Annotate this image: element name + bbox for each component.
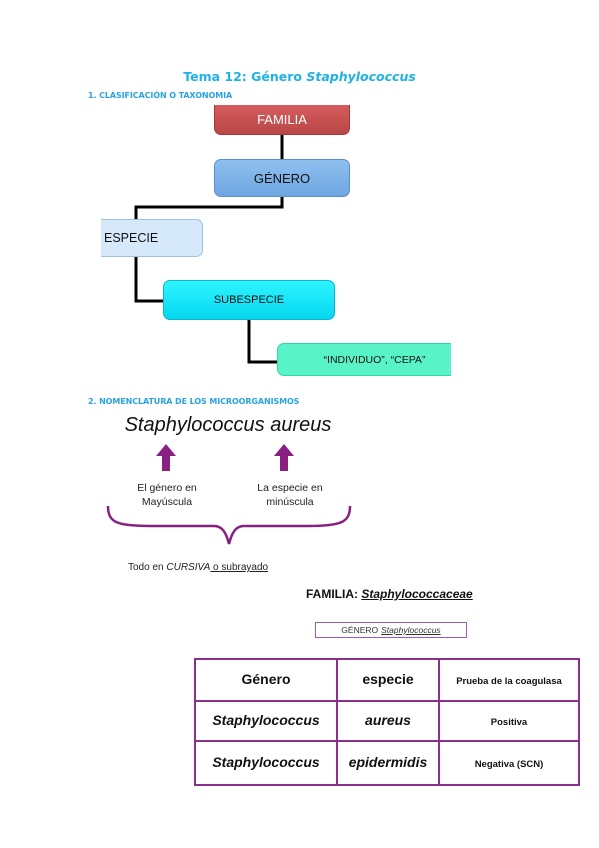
genus-note: El género en Mayúscula xyxy=(137,482,197,508)
species-note: La especie en minúscula xyxy=(257,482,323,508)
taxonomy-especie-box: ESPECIE xyxy=(101,219,203,257)
document-title: Tema 12: Género Staphylococcus xyxy=(183,69,416,84)
table-cell: Positiva xyxy=(438,700,580,742)
family-line: FAMILIA: Staphylococcaceae xyxy=(306,587,473,601)
species-coagulase-table: Género especie Prueba de la coagulasa St… xyxy=(194,658,580,786)
nomenclature-graphics xyxy=(106,444,352,545)
species-name: Staphylococcus aureus xyxy=(124,414,332,436)
taxonomy-connectors xyxy=(134,135,284,364)
table-header-row: Género especie Prueba de la coagulasa xyxy=(194,658,580,702)
curly-brace-icon xyxy=(106,505,352,545)
table-cell: Staphylococcus xyxy=(194,740,338,786)
section-heading-classification: 1. CLASIFICACIÓN O TAXONOMIA xyxy=(88,91,233,100)
arrow-up-icon xyxy=(274,444,294,471)
italic-rule-note: Todo en CURSIVA o subrayado xyxy=(128,562,269,573)
table-header-cell: Género xyxy=(194,658,338,702)
table-row: Staphylococcus epidermidis Negativa (SCN… xyxy=(194,740,580,786)
taxonomy-individuo-box: “INDIVIDUO”, “CEPA” xyxy=(277,343,451,376)
table-cell: Negativa (SCN) xyxy=(438,740,580,786)
section-heading-nomenclature: 2. NOMENCLATURA DE LOS MICROORGANISMOS xyxy=(88,397,300,406)
taxonomy-genero-box: GÉNERO xyxy=(214,159,350,197)
table-cell: epidermidis xyxy=(336,740,440,786)
table-header-cell: especie xyxy=(336,658,440,702)
table-row: Staphylococcus aureus Positiva xyxy=(194,700,580,742)
taxonomy-subespecie-box: SUBESPECIE xyxy=(163,280,335,320)
table-cell: Staphylococcus xyxy=(194,700,338,742)
title-genus: Staphylococcus xyxy=(306,69,416,84)
taxonomy-familia-box: FAMILIA xyxy=(214,105,350,135)
arrow-up-icon xyxy=(156,444,176,471)
table-header-cell: Prueba de la coagulasa xyxy=(438,658,580,702)
table-cell: aureus xyxy=(336,700,440,742)
